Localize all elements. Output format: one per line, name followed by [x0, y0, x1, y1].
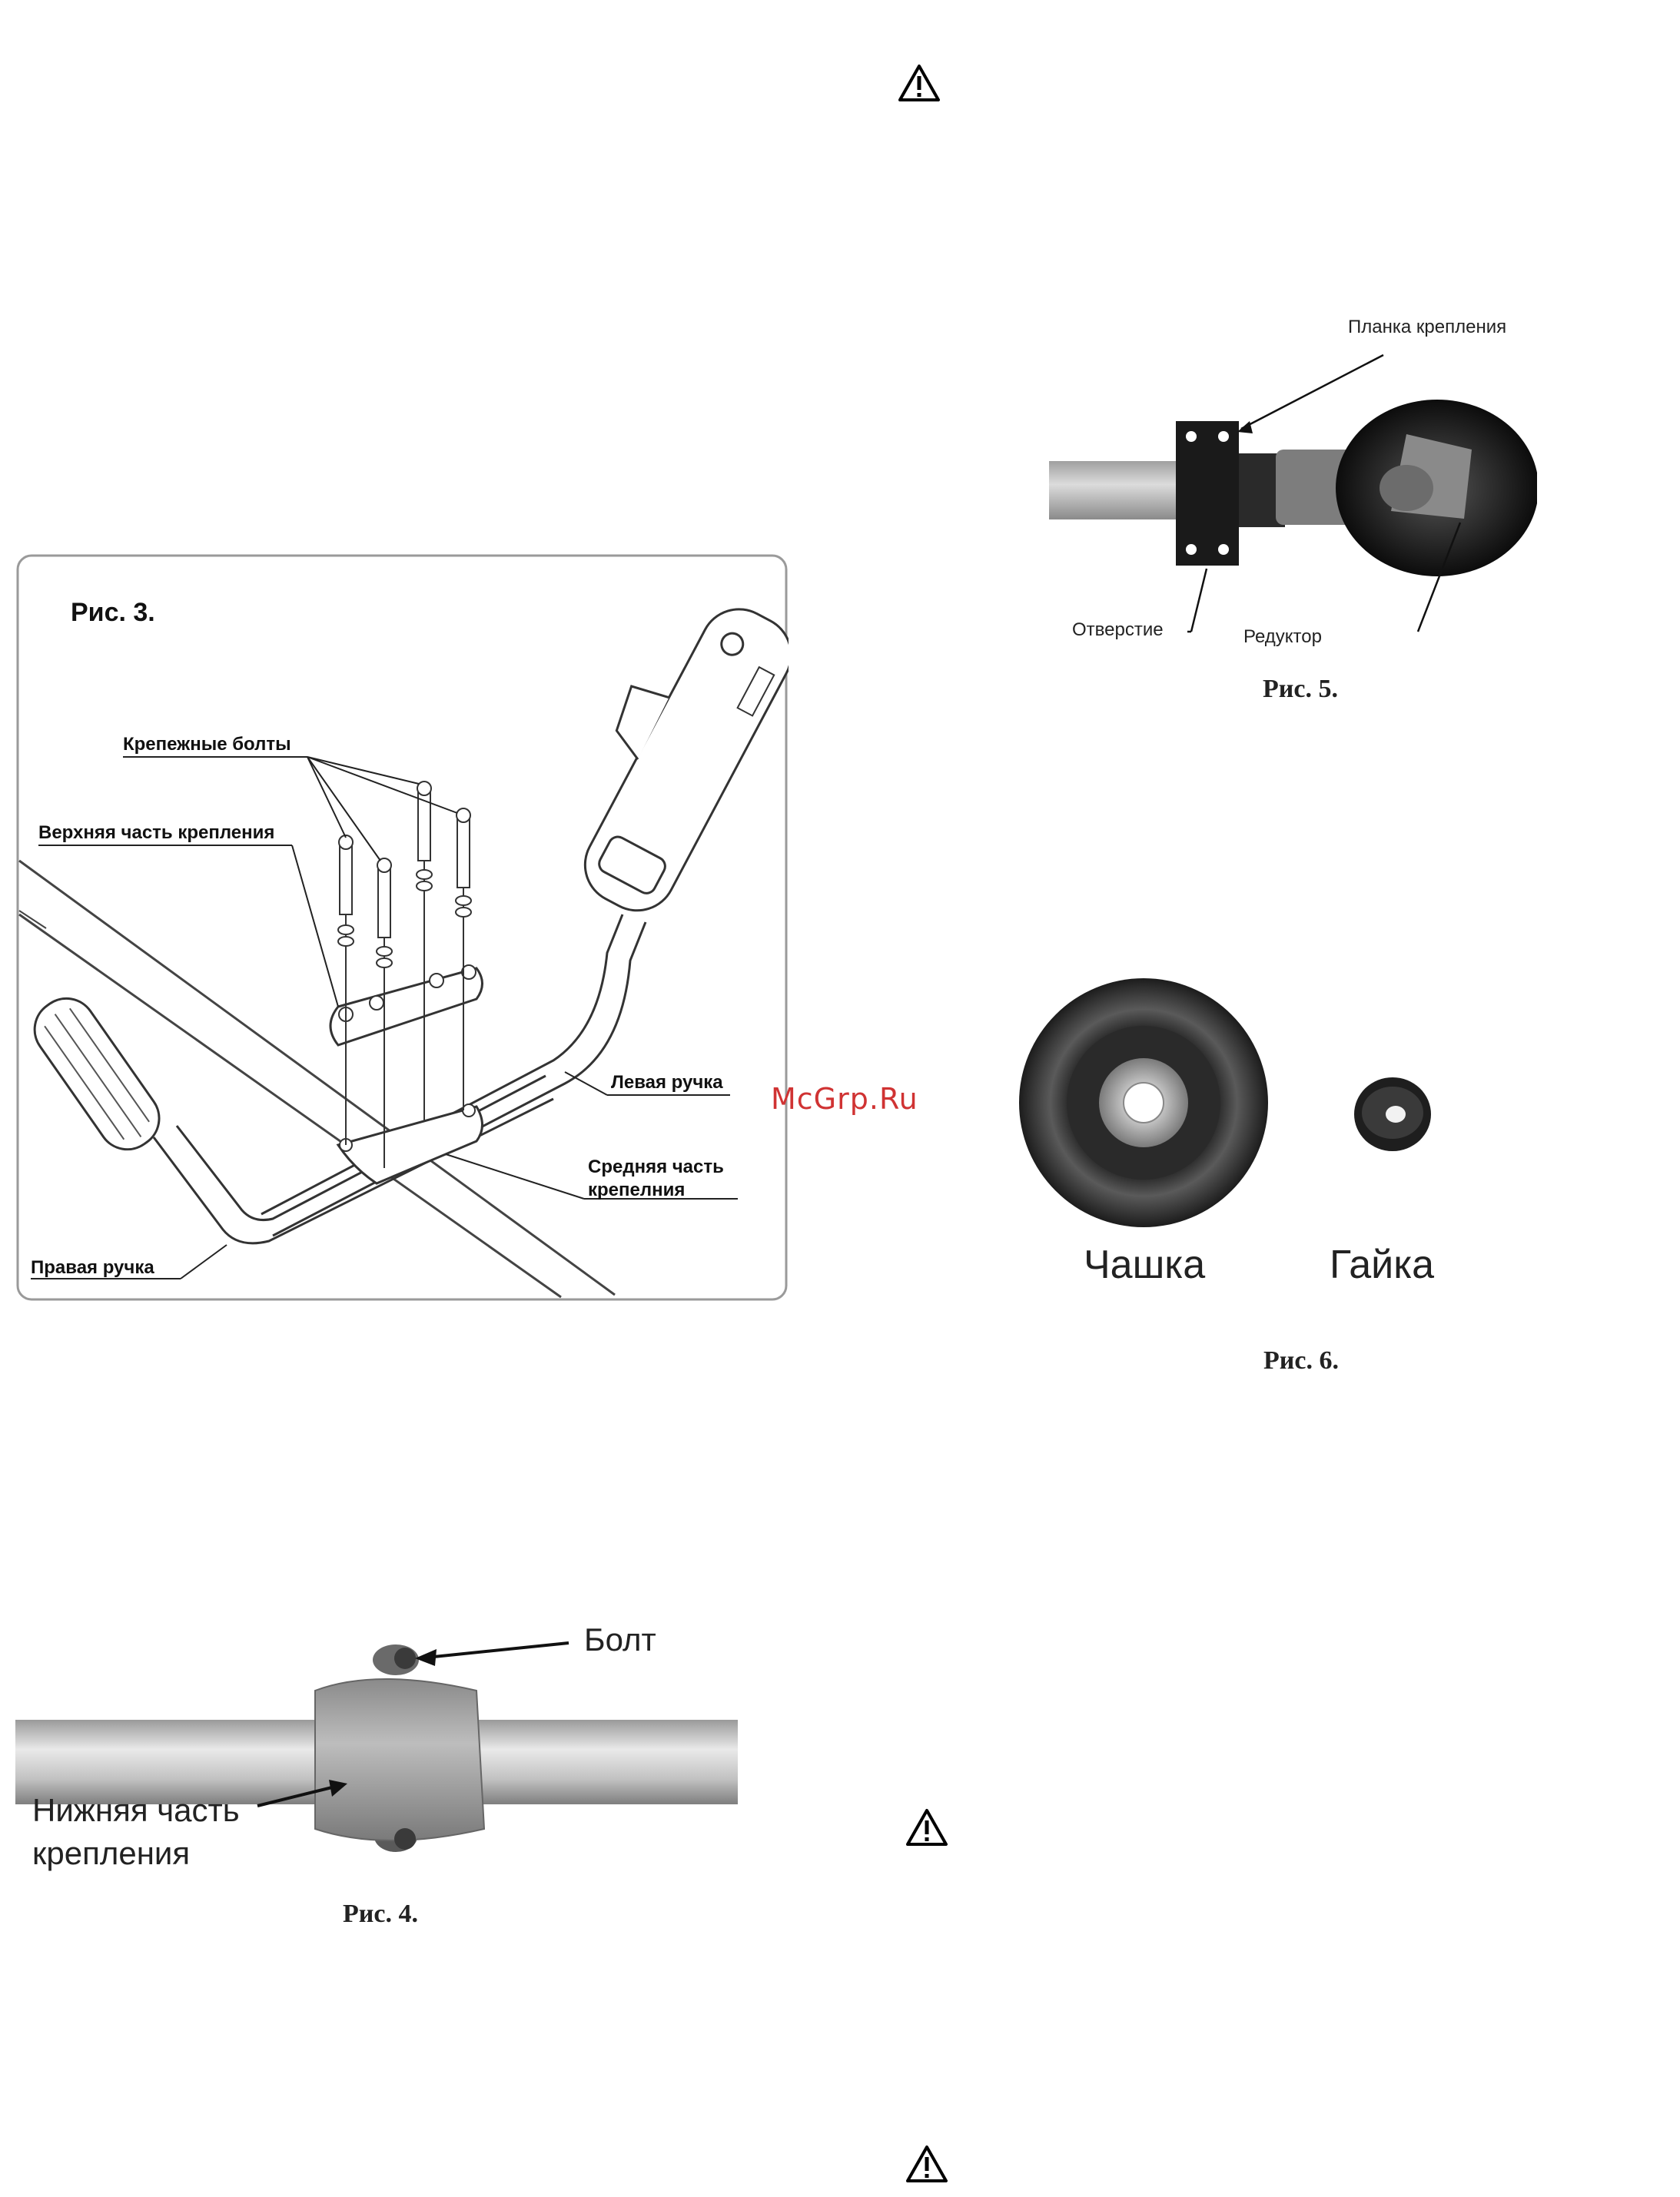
label-left-handle: Левая ручка: [611, 1072, 723, 1093]
watermark: McGrp.Ru: [771, 1082, 918, 1116]
label-gearbox: Редуктор: [1243, 626, 1322, 647]
figure-4-lower-clamp-photo: Болт Нижняя часть крепления: [15, 1598, 745, 1875]
figure-4-caption: Рис. 4.: [343, 1900, 418, 1929]
label-nut: Гайка: [1330, 1243, 1434, 1287]
warning-triangle-icon: [898, 63, 941, 103]
label-fastening-bolts: Крепежные болты: [123, 734, 291, 755]
label-middle-clamp-line1: Средняя часть: [588, 1157, 724, 1177]
warning-triangle-icon: [905, 2144, 948, 2184]
figure-5-gearbox-photo: Планка крепления Отверстие Редуктор: [1045, 315, 1537, 669]
figure-3-title: Рис. 3.: [71, 598, 155, 627]
figure-6-caption: Рис. 6.: [1263, 1346, 1339, 1376]
label-upper-clamp: Верхняя часть крепления: [38, 822, 274, 843]
label-middle-clamp-line2: крепелния: [588, 1180, 685, 1200]
label-hole: Отверстие: [1072, 619, 1164, 640]
label-right-handle: Правая ручка: [31, 1257, 154, 1278]
label-lower-clamp-line2: крепления: [32, 1835, 190, 1871]
figure-6-cup-and-nut-photo: Чашка Гайка: [1014, 976, 1476, 1306]
label-cup: Чашка: [1084, 1243, 1205, 1287]
figure-5-caption: Рис. 5.: [1263, 675, 1338, 704]
label-lower-clamp-line1: Нижняя часть: [32, 1792, 240, 1828]
label-mounting-bracket: Планка крепления: [1348, 317, 1506, 337]
figure-3-handle-assembly: Рис. 3. Крепежные болты Верхняя часть кр…: [15, 553, 789, 1302]
warning-triangle-icon: [905, 1807, 948, 1847]
label-bolt: Болт: [584, 1621, 656, 1658]
